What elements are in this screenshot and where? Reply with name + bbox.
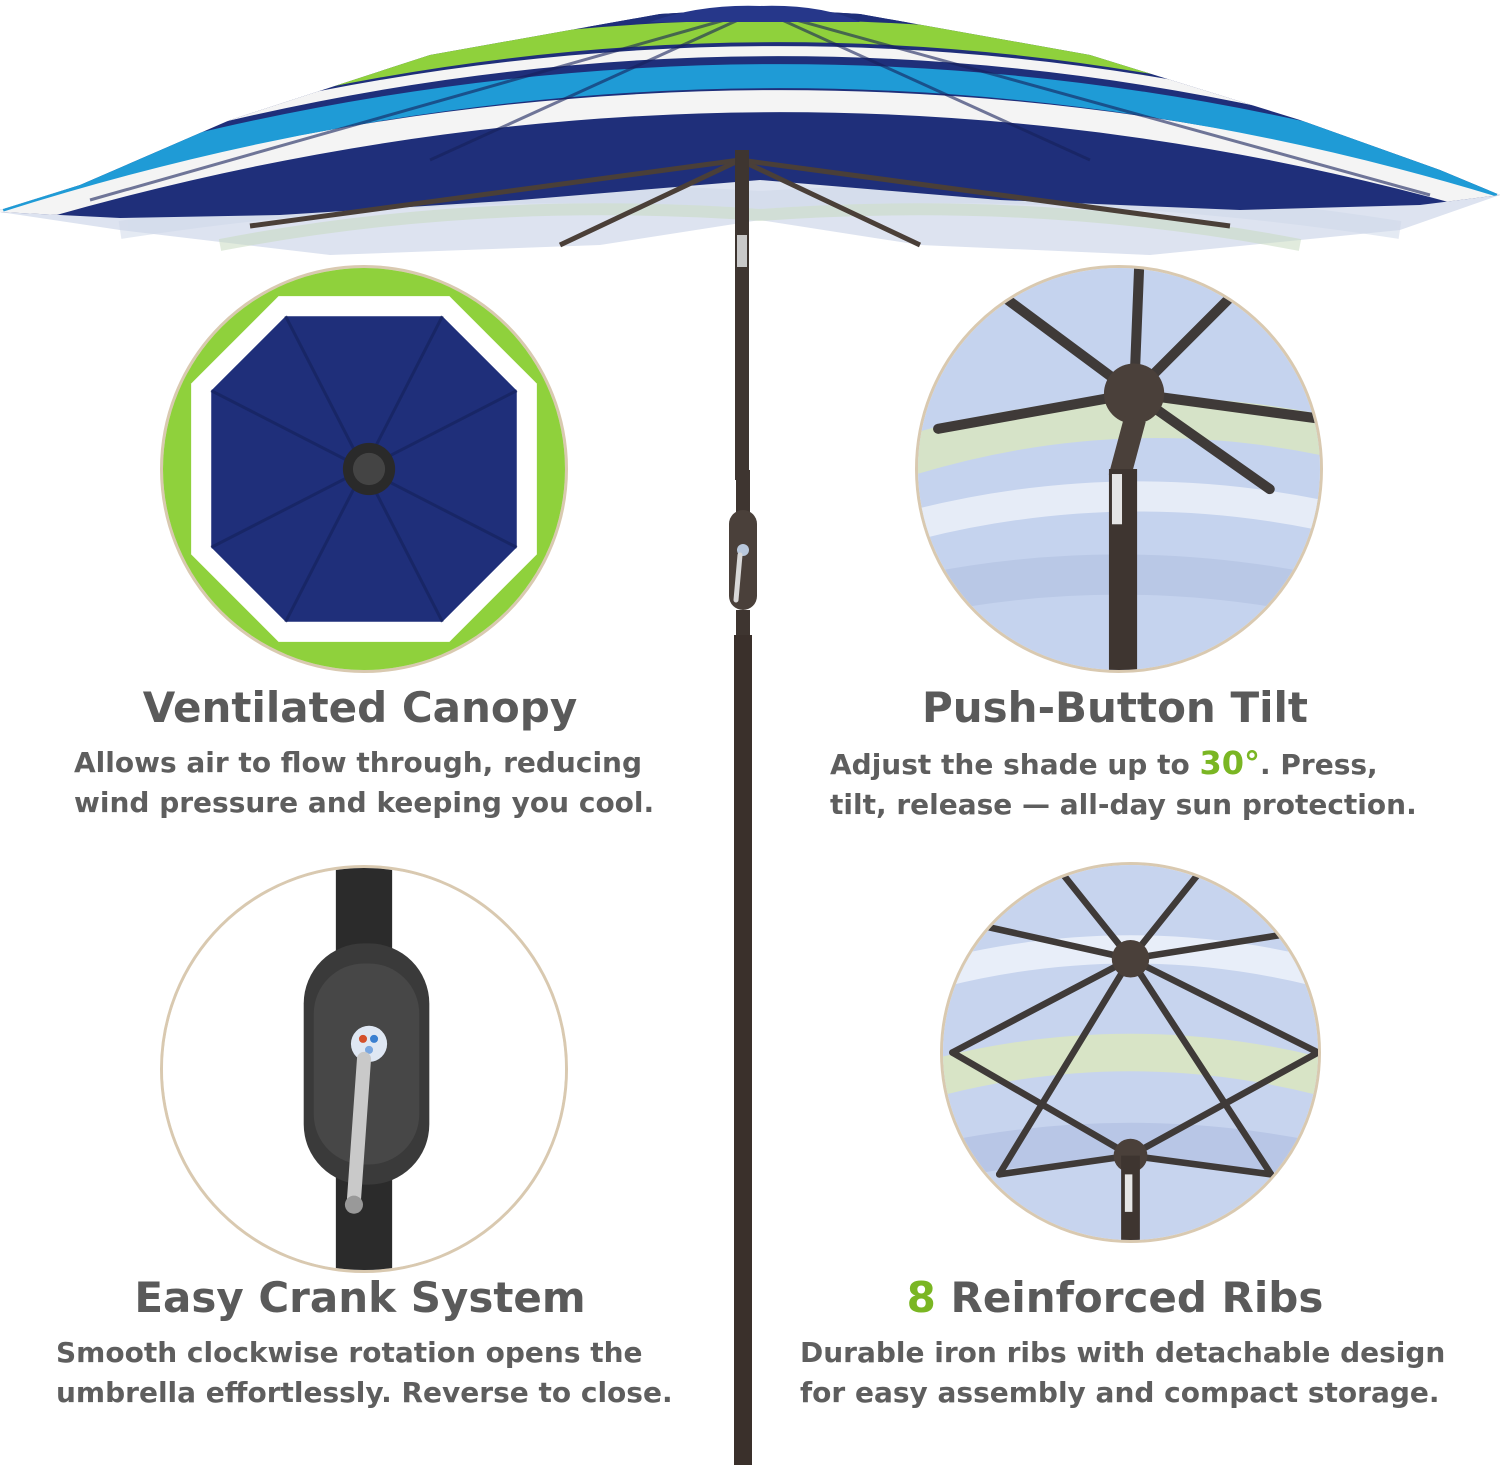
tilt-desc-post: . Press, — [1260, 748, 1378, 781]
canopy-detail-image — [160, 265, 568, 673]
canopy-description: Allows air to flow through, reducing win… — [74, 743, 654, 823]
canopy-desc-line1: Allows air to flow through, reducing — [74, 746, 643, 779]
umbrella-pole — [729, 470, 757, 1465]
tilt-desc-line2: tilt, release — all-day sun protection. — [830, 788, 1417, 821]
tilt-angle-highlight: 30° — [1199, 744, 1260, 782]
tilt-detail-image — [915, 265, 1323, 673]
tilt-desc-pre: Adjust the shade up to — [830, 748, 1200, 781]
ribs-detail-image — [940, 862, 1321, 1243]
crank-desc-line1: Smooth clockwise rotation opens the — [56, 1336, 643, 1369]
ribs-title: 8 Reinforced Ribs — [815, 1273, 1415, 1322]
ribs-count-highlight: 8 — [906, 1273, 936, 1322]
ribs-desc-line1: Durable iron ribs with detachable design — [800, 1336, 1446, 1369]
canopy-desc-line2: wind pressure and keeping you cool. — [74, 786, 655, 819]
crank-detail-image — [160, 865, 568, 1273]
canopy-title: Ventilated Canopy — [142, 683, 578, 732]
ribs-description: Durable iron ribs with detachable design… — [800, 1333, 1445, 1413]
crank-description: Smooth clockwise rotation opens the umbr… — [56, 1333, 673, 1413]
tilt-description: Adjust the shade up to 30°. Press, tilt,… — [830, 743, 1417, 825]
tilt-title: Push-Button Tilt — [922, 683, 1308, 732]
crank-desc-line2: umbrella effortlessly. Reverse to close. — [56, 1376, 673, 1409]
ribs-title-text: Reinforced Ribs — [935, 1273, 1324, 1322]
crank-title: Easy Crank System — [134, 1273, 586, 1322]
ribs-desc-line2: for easy assembly and compact storage. — [800, 1376, 1440, 1409]
umbrella-illustration — [0, 5, 1500, 480]
product-infographic: Ventilated Canopy Allows air to flow thr… — [0, 5, 1500, 1465]
